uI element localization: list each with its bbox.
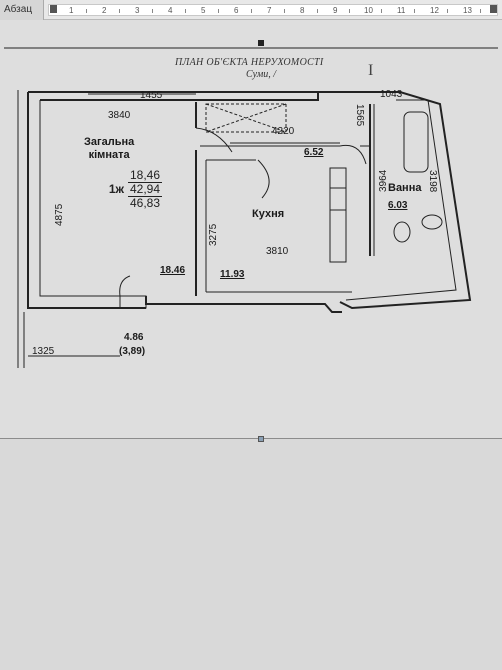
ruler-track[interactable]: 1 2 3 4 5 6 7 8 9 10 11 12 13 bbox=[48, 4, 498, 16]
ruler-number: 8 bbox=[300, 6, 305, 15]
dim-1043: 1043 bbox=[380, 89, 403, 100]
style-box[interactable]: Абзац bbox=[0, 0, 44, 20]
total-living-area: 42,94 bbox=[128, 182, 163, 197]
ruler-number: 2 bbox=[102, 6, 107, 15]
dim-1455: 1455 bbox=[140, 90, 163, 101]
wardrobe bbox=[205, 103, 287, 133]
ruler-tick bbox=[381, 9, 382, 13]
outer-wall bbox=[39, 100, 120, 297]
outer-wall bbox=[28, 91, 319, 101]
room-living-line2: кімната bbox=[88, 149, 130, 161]
selection-handle-top[interactable] bbox=[258, 40, 264, 46]
outer-wall bbox=[318, 91, 472, 310]
ruler-number: 10 bbox=[364, 6, 373, 15]
room-bath-name: Ванна bbox=[388, 182, 422, 194]
dim-3810: 3810 bbox=[266, 246, 289, 257]
text-cursor-icon: I bbox=[368, 62, 374, 79]
ruler-tick bbox=[414, 9, 415, 13]
area-living: 18.46 bbox=[160, 265, 186, 276]
area-balcony-reduced: (3,89) bbox=[119, 346, 146, 357]
plan-title: ПЛАН ОБ'ЄКТА НЕРУХОМОСТІ bbox=[175, 57, 324, 68]
wardrobe bbox=[205, 103, 287, 133]
ruler-number: 5 bbox=[201, 6, 206, 15]
ruler-number: 7 bbox=[267, 6, 272, 15]
ruler-number: 12 bbox=[430, 6, 439, 15]
outer-wall bbox=[27, 92, 146, 309]
area-bath: 6.03 bbox=[388, 200, 408, 211]
horizontal-ruler[interactable]: Абзац 1 2 3 4 5 6 7 8 9 10 11 12 13 bbox=[0, 0, 502, 20]
dim-4220: 4220 bbox=[272, 126, 295, 137]
ruler-tick bbox=[480, 9, 481, 13]
ruler-number: 3 bbox=[135, 6, 140, 15]
sink bbox=[421, 214, 443, 230]
ruler-tick bbox=[317, 9, 318, 13]
ruler-number: 4 bbox=[168, 6, 173, 15]
area-kitchen: 11.93 bbox=[220, 269, 245, 280]
summary-prefix: 1ж bbox=[108, 182, 124, 196]
total-area: 46,83 bbox=[130, 196, 161, 210]
ruler-tick bbox=[218, 9, 219, 13]
ruler-tick bbox=[349, 9, 350, 13]
room-kitchen-name: Кухня bbox=[252, 208, 285, 220]
plan-city: Суми, / bbox=[246, 69, 277, 80]
dim-3198: 3198 bbox=[427, 170, 438, 193]
door-arc bbox=[195, 127, 233, 153]
dim-3275: 3275 bbox=[208, 223, 219, 246]
area-summary: 18,46 1ж 42,94 46,83 bbox=[104, 169, 166, 210]
right-indent-marker[interactable] bbox=[490, 5, 497, 13]
ruler-tick bbox=[251, 9, 252, 13]
dim-3840: 3840 bbox=[108, 110, 131, 121]
kitchen-counter bbox=[329, 167, 347, 263]
ruler-tick bbox=[152, 9, 153, 13]
ruler-number: 13 bbox=[463, 6, 472, 15]
room-living-line1: Загальна bbox=[84, 136, 135, 148]
toilet bbox=[393, 221, 411, 243]
outer-wall bbox=[345, 99, 457, 301]
ruler-number: 6 bbox=[234, 6, 239, 15]
ruler-tick bbox=[119, 9, 120, 13]
balcony-rail bbox=[119, 295, 147, 309]
ruler-tick bbox=[185, 9, 186, 13]
document-page[interactable] bbox=[0, 20, 502, 438]
area-hall: 6.52 bbox=[304, 147, 324, 158]
dim-1565: 1565 bbox=[354, 104, 365, 127]
selection-handle-bottom[interactable] bbox=[258, 436, 264, 442]
ruler-tick bbox=[86, 9, 87, 13]
area-balcony: 4.86 bbox=[124, 332, 144, 343]
left-indent-marker[interactable] bbox=[50, 5, 57, 13]
door-arc bbox=[257, 159, 270, 199]
bathtub bbox=[403, 111, 429, 173]
page-break-line bbox=[0, 438, 502, 439]
document-page-next[interactable] bbox=[0, 439, 502, 670]
door-arc bbox=[339, 144, 367, 165]
outer-wall bbox=[145, 296, 342, 313]
ruler-tick bbox=[284, 9, 285, 13]
door-arc bbox=[119, 275, 131, 297]
ruler-tick bbox=[447, 9, 448, 13]
ruler-number: 9 bbox=[333, 6, 338, 15]
ruler-number: 11 bbox=[397, 6, 406, 15]
living-area: 18,46 bbox=[128, 168, 163, 183]
dim-1325: 1325 bbox=[32, 346, 55, 357]
dim-4875: 4875 bbox=[54, 203, 65, 226]
room-living-name: Загальна кімната bbox=[84, 136, 134, 162]
ruler-number: 1 bbox=[69, 6, 74, 15]
